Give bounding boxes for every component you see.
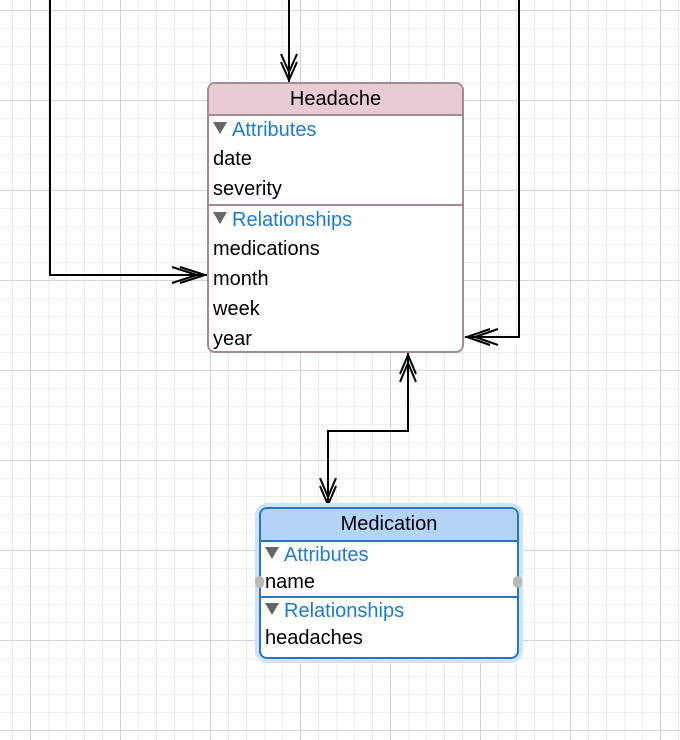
disclosure-triangle-icon[interactable] xyxy=(265,547,279,559)
entity-title[interactable]: Medication xyxy=(261,509,517,542)
connector-left-to-month xyxy=(49,0,207,276)
relationship-row[interactable]: medications xyxy=(213,238,320,260)
attribute-row[interactable]: name xyxy=(265,571,316,593)
relationship-row[interactable]: week xyxy=(213,298,260,320)
entity-title[interactable]: Headache xyxy=(209,84,462,116)
connector-headache-medication xyxy=(327,353,409,507)
relationship-row[interactable]: year xyxy=(213,328,252,350)
relationships-section-header[interactable]: Relationships xyxy=(261,598,517,624)
attributes-section-header[interactable]: Attributes xyxy=(261,542,517,568)
section-label: Attributes xyxy=(284,544,369,566)
connector-right-to-year xyxy=(465,0,520,338)
attributes-section-header[interactable]: Attributes xyxy=(209,116,462,144)
resize-handle-left[interactable] xyxy=(255,576,264,588)
section-label: Relationships xyxy=(284,600,405,622)
relationship-row[interactable]: headaches xyxy=(265,627,363,649)
disclosure-triangle-icon[interactable] xyxy=(213,212,227,224)
entity-headache[interactable]: Headache Attributes date severity Relati… xyxy=(207,82,464,353)
relationships-section-header[interactable]: Relationships xyxy=(209,206,462,234)
section-label: Relationships xyxy=(232,209,353,231)
resize-handle-right[interactable] xyxy=(513,576,522,588)
section-divider xyxy=(209,204,462,206)
arrowhead-headache-bottom xyxy=(399,352,417,383)
arrowhead-medication-top xyxy=(319,477,337,508)
arrowhead-top xyxy=(280,53,298,83)
attribute-row[interactable]: date xyxy=(213,148,252,170)
arrowhead-year xyxy=(463,328,499,346)
attribute-row[interactable]: severity xyxy=(213,178,282,200)
entity-medication[interactable]: Medication Attributes name Relationships… xyxy=(259,507,519,659)
section-label: Attributes xyxy=(232,119,317,141)
section-divider xyxy=(261,596,517,598)
arrowhead-month xyxy=(171,266,209,284)
relationship-row[interactable]: month xyxy=(213,268,269,290)
disclosure-triangle-icon[interactable] xyxy=(265,603,279,615)
disclosure-triangle-icon[interactable] xyxy=(213,122,227,134)
